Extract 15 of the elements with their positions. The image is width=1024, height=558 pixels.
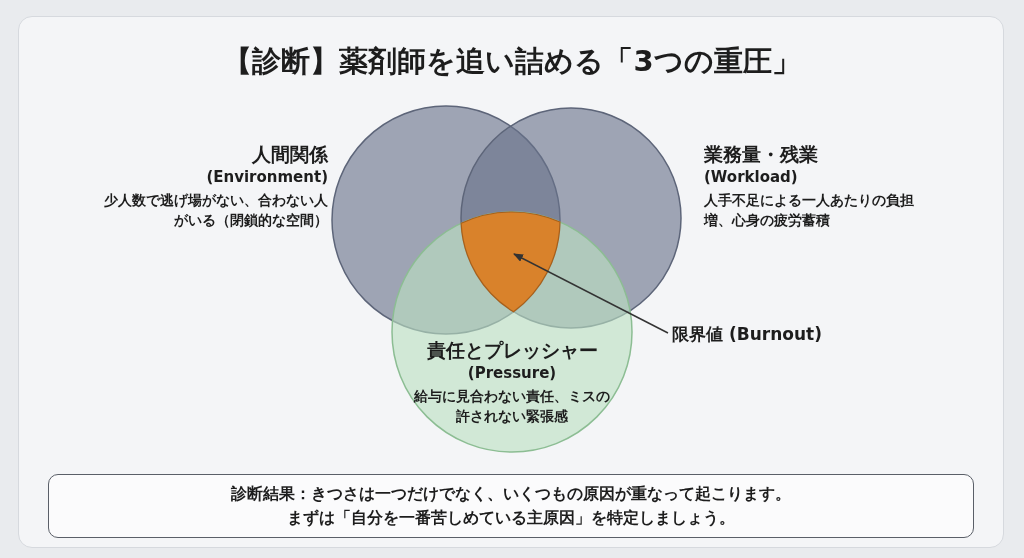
description-text: 給与に見合わない責任、ミスの許されない緊張感 [412,387,611,427]
description-text: 少人数で逃げ場がない、合わない人がいる（閉鎖的な空間） [103,191,328,231]
category-heading: 人間関係 [251,142,328,167]
category-subtitle: (Pressure) [466,364,558,382]
category-subtitle: (Environment) [205,168,328,186]
leader-arrow [513,253,669,334]
callout-label: 限界値 (Burnout) [672,323,822,346]
category-heading: 責任とプレッシャー [425,338,599,363]
category-heading: 業務量・残業 [704,142,819,167]
category-subtitle: (Workload) [704,168,799,186]
overlap-region [460,211,561,313]
summary-text: 診断結果：きつさは一つだけでなく、いくつもの原因が重なって起こります。 [231,484,791,505]
summary-text: まずは「自分を一番苦しめている主原因」を特定しましょう。 [287,508,735,529]
diagram-title: 【診断】薬剤師を追い詰める「3つの重圧」 [222,43,802,80]
description-text: 人手不足による一人あたりの負担増、心身の疲労蓄積 [704,191,915,231]
